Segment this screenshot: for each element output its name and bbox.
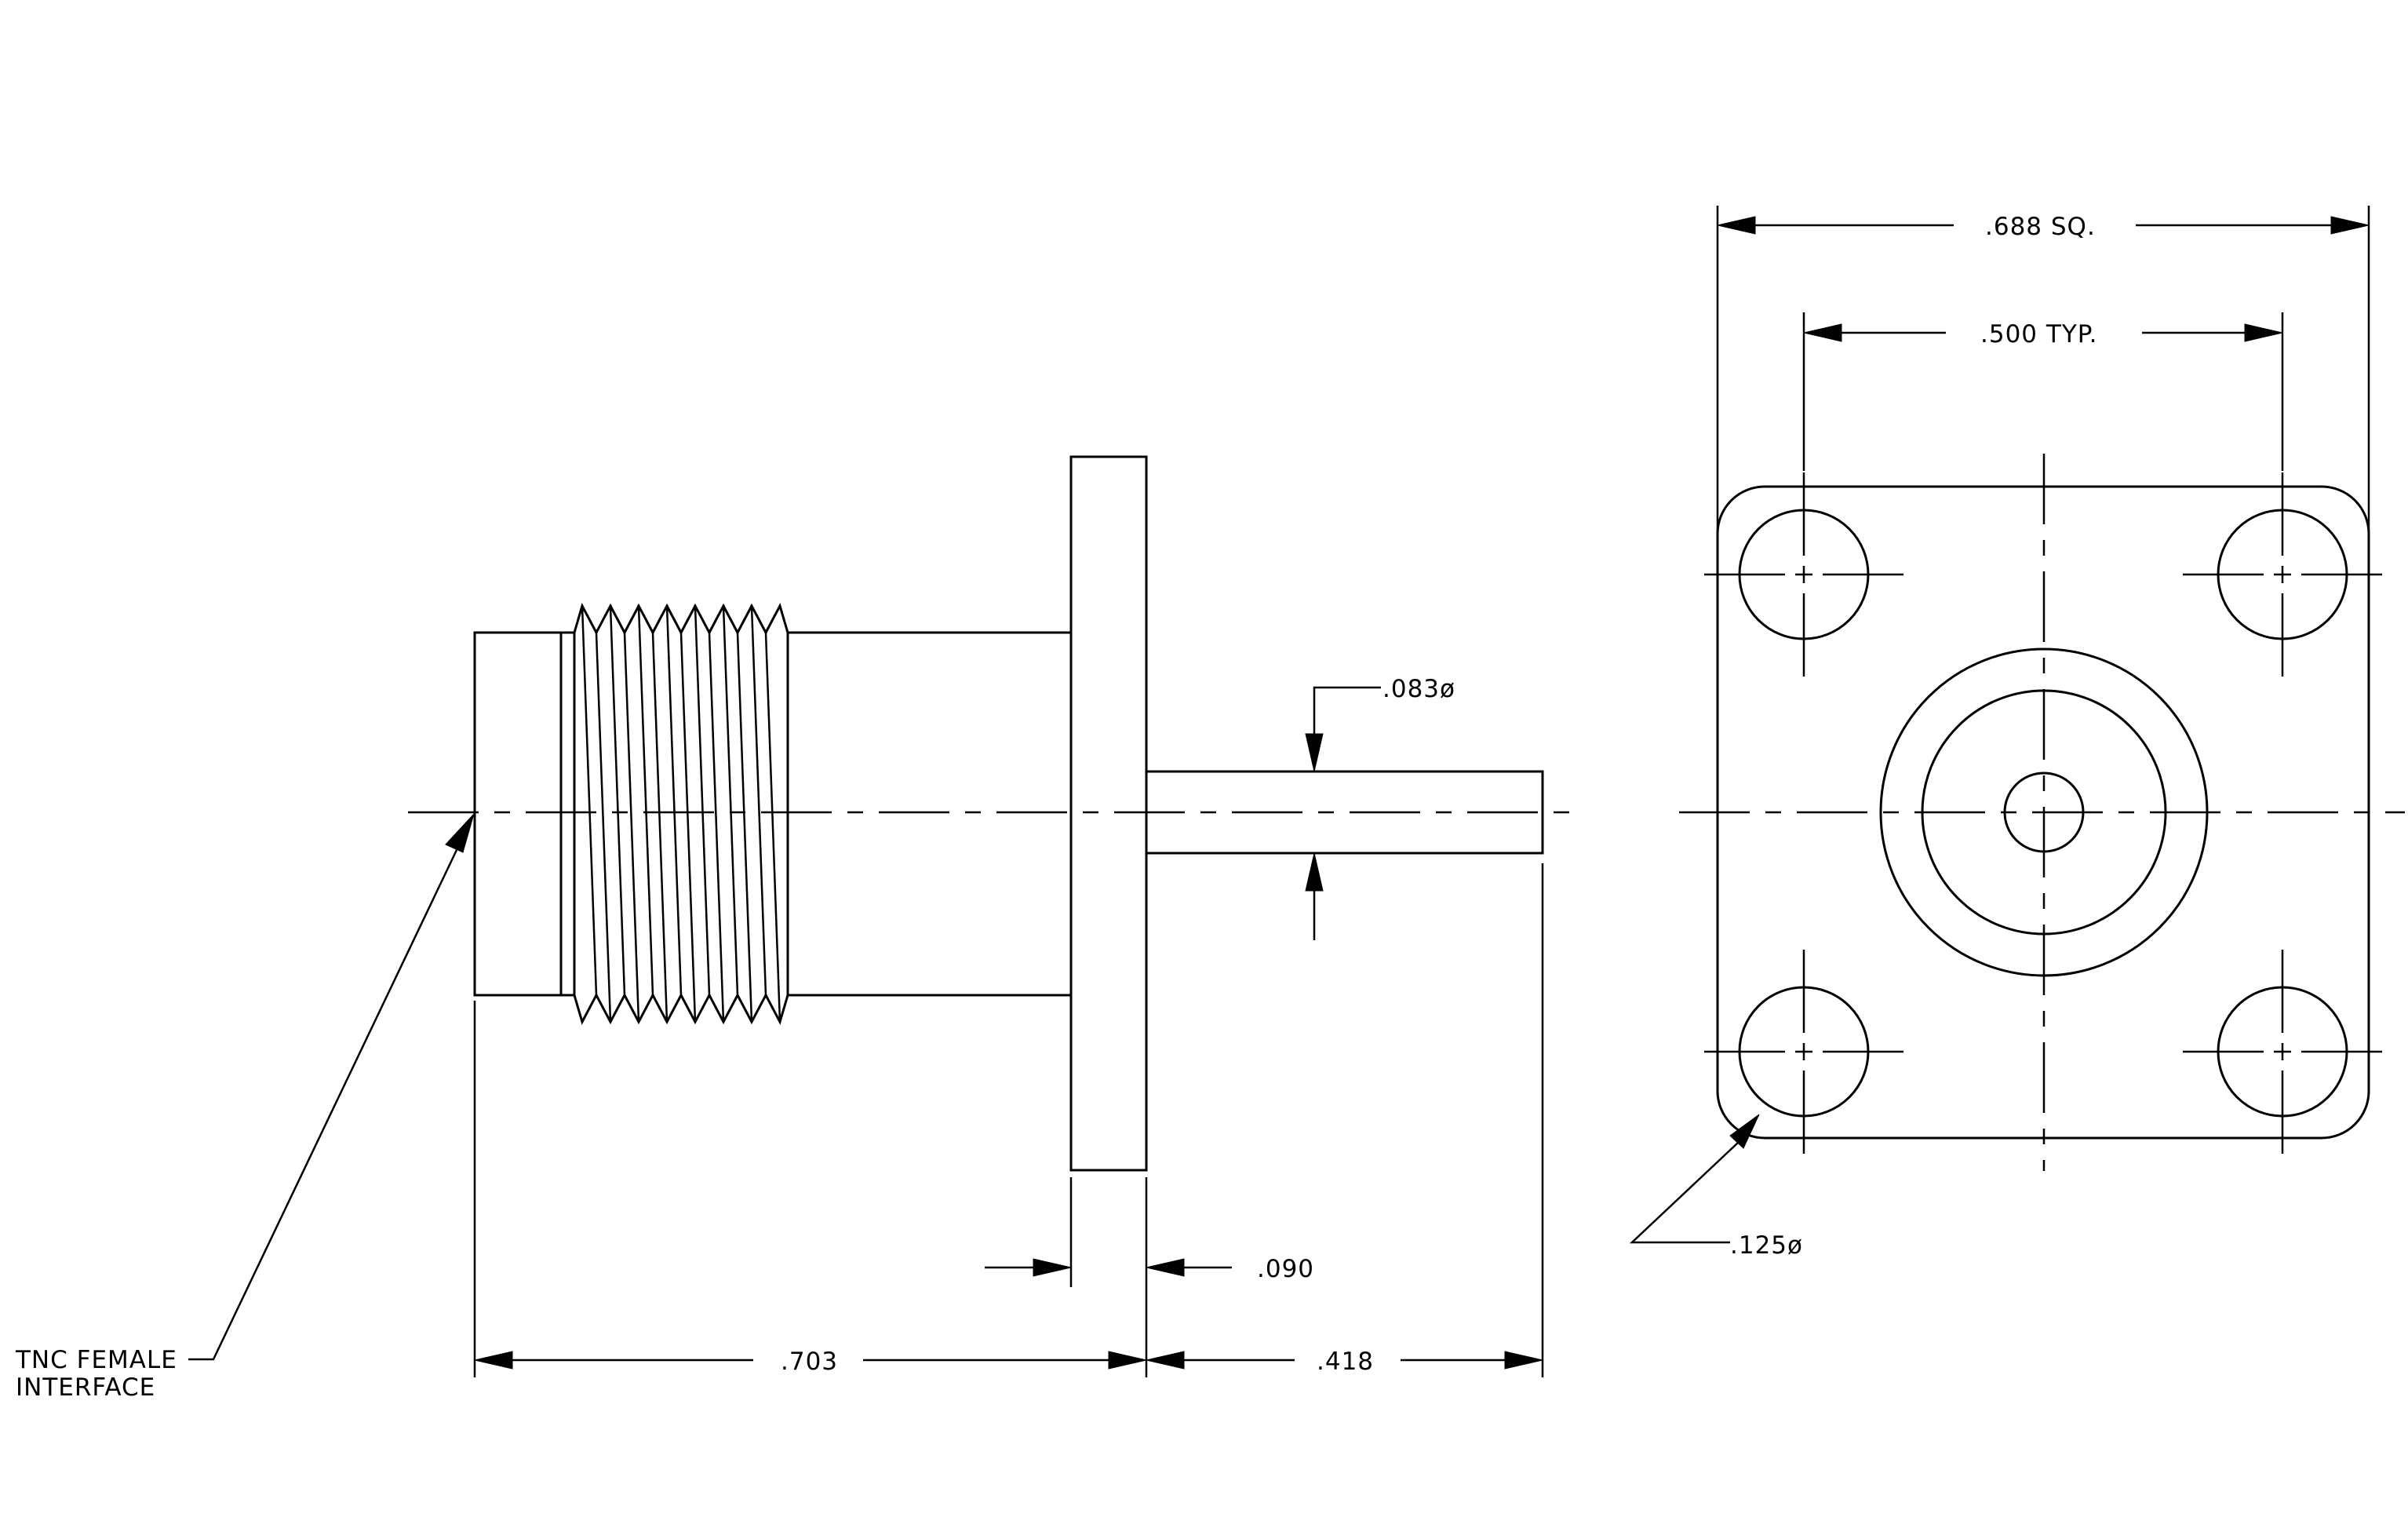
outer-body-circle	[1879, 647, 2209, 977]
body-length-dim: .703	[474, 1348, 1147, 1376]
interface-callout: TNC FEMALE INTERFACE	[15, 813, 475, 1402]
center-contact-circle	[2003, 771, 2085, 853]
hole-spacing-label: .500 TYP.	[1980, 320, 2097, 348]
interface-label-line1: TNC FEMALE	[15, 1346, 177, 1374]
pin-diameter-dim: .083ø	[1305, 675, 1455, 940]
mount-hole-top-right	[2183, 472, 2382, 677]
pin-length-label: .418	[1317, 1348, 1374, 1376]
body-length-label: .703	[781, 1348, 838, 1376]
flange	[1069, 455, 1148, 1172]
rear-body	[786, 631, 1073, 997]
thread-section	[559, 603, 789, 1025]
dielectric-circle	[1921, 689, 2167, 936]
flange-thickness-dim: .090	[985, 1255, 1314, 1283]
interface-label-line2: INTERFACE	[16, 1373, 155, 1402]
overall-square-label: .688 SQ.	[1985, 213, 2096, 241]
interface-body	[473, 631, 563, 997]
mount-hole-label: .125ø	[1730, 1231, 1803, 1260]
overall-square-dim: .688 SQ.	[1717, 213, 2370, 241]
mount-hole-dim: .125ø	[1629, 1114, 1803, 1260]
hole-spacing-dim: .500 TYP.	[1803, 320, 2283, 348]
flange-thickness-label: .090	[1257, 1255, 1314, 1283]
mount-hole-bottom-left	[1704, 950, 1903, 1154]
side-view: .083ø .090 .703 .418	[15, 455, 1573, 1402]
mount-hole-top-left	[1704, 472, 1903, 677]
pin-diameter-label: .083ø	[1383, 675, 1455, 703]
pin-length-dim: .418	[1146, 1348, 1543, 1376]
front-view: .688 SQ. .500 TYP. .125ø	[1629, 206, 2405, 1260]
mount-hole-bottom-right	[2183, 950, 2382, 1154]
